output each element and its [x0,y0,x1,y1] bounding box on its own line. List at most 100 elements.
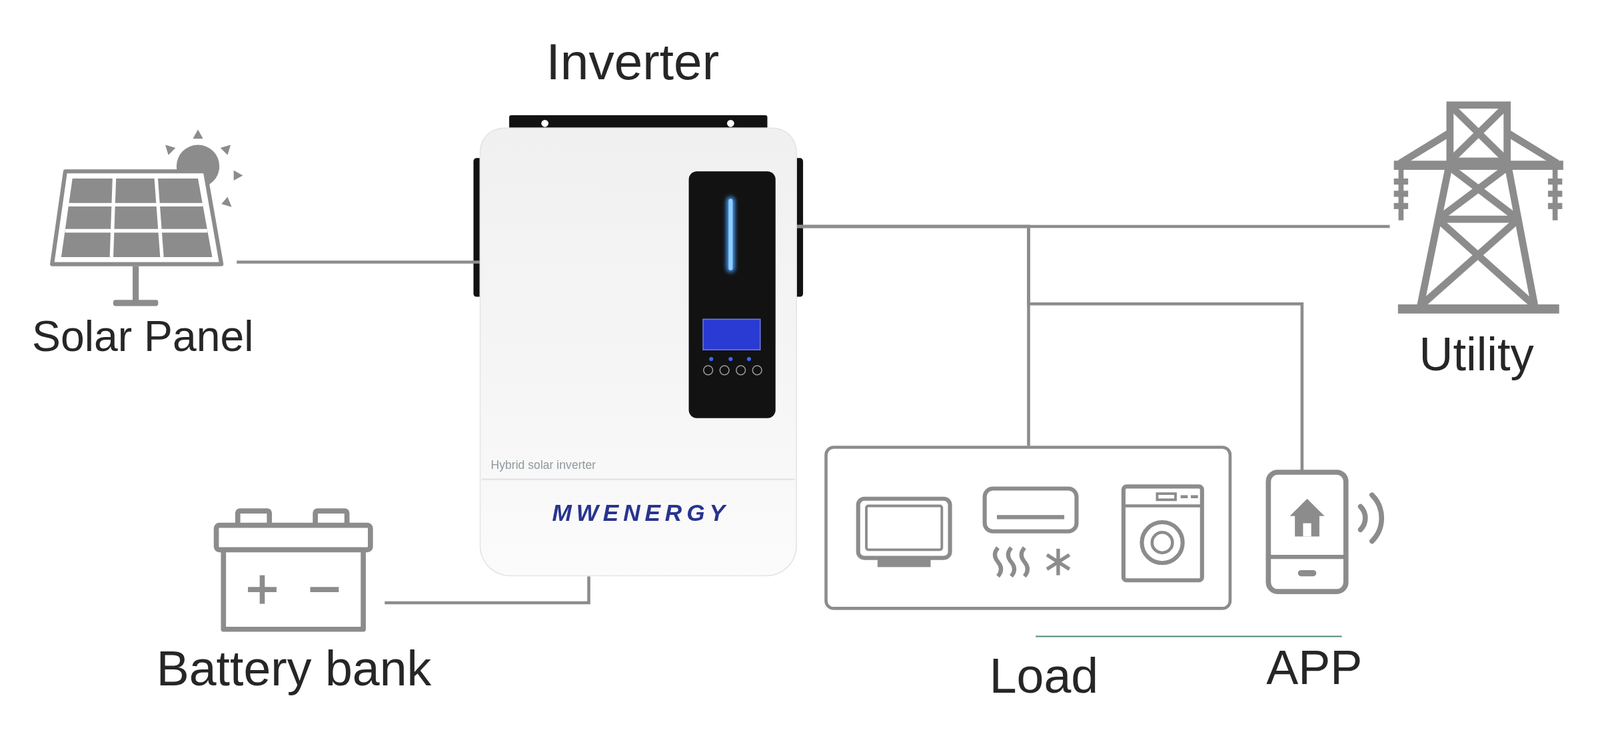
phone-button [1298,570,1317,577]
battery-node: Battery bank [209,505,385,700]
house-roof [1290,499,1325,517]
node-heading: Inverter [469,36,796,88]
status-light [728,199,733,271]
washer-drum [1141,522,1183,564]
cell-divider [111,178,114,258]
load-box: Load [824,445,1232,611]
panel-base [113,299,158,306]
insulator-disc [1394,178,1409,185]
indicator-led [747,357,752,362]
panel-button [752,365,762,376]
phone-icon [1268,472,1382,592]
pylon-brace [1438,167,1508,220]
washer-panel [1123,504,1203,508]
battery-body [223,549,364,630]
cell-divider [65,229,208,233]
tv-icon [858,499,951,559]
cell-dividers [65,178,208,258]
panel-button [719,365,730,376]
bracket-hole [727,119,735,128]
heat-wave [1021,547,1028,577]
phone-screen-edge [1270,555,1344,560]
power-line [797,226,1303,472]
panel-cells [61,178,213,258]
inverter-unit: InverterHybrid solar inverterMWENERGY [479,127,798,577]
appliance-icons [858,486,1203,581]
indicator-led [709,357,714,362]
cell-divider [155,178,162,258]
snow-stroke [1046,555,1070,570]
insulator-disc [1548,178,1563,185]
pylon-brace [1438,219,1535,306]
sun-ray [221,197,232,208]
pylon-icon [1394,105,1564,310]
minus-sign [310,587,340,593]
heat-wave [1008,547,1015,577]
app-phone-node: APP [1267,471,1349,592]
panel-frame [51,171,222,264]
pylon-base [1398,304,1560,314]
pylon-brace [1420,219,1519,306]
sun-ray [165,144,176,155]
panel-seam [481,479,796,481]
pylon-crossarm [1394,160,1564,170]
cell-divider [68,203,203,207]
underline-rule [1035,636,1342,638]
pylon-brace [1450,167,1519,220]
insulator-disc [1394,190,1409,197]
tv-stand [877,558,931,568]
node-label: APP [1222,644,1407,693]
power-line [797,226,1029,446]
node-label: Load [931,652,1157,702]
panel-stand [132,266,139,303]
node-label: Battery bank [120,645,468,695]
ac-icon [984,488,1077,532]
pylon-brace [1438,215,1519,224]
washer-display [1156,493,1176,500]
plus-sign [247,587,277,593]
washer-drum [1152,532,1173,554]
pylon-brace [1450,105,1508,162]
node-label: Utility [1364,330,1589,378]
brand-logo: MWENERGY [518,501,764,526]
tv-screen [866,506,942,551]
insulator-disc [1394,203,1409,210]
battery-cap [216,525,371,551]
lcd-screen [703,319,761,350]
power-line [236,260,480,264]
sun-ray [192,129,203,139]
utility-node: Utility [1390,96,1569,383]
status-light-glow [726,197,735,273]
snow-symbol [1046,549,1070,576]
washer-button [1180,495,1189,499]
indicator-led [728,357,733,362]
sun-ray [220,144,231,155]
heat-wave [994,547,1001,577]
node-label: Solar Panel [0,315,286,359]
panel-button [703,365,714,376]
sun-ray [233,170,244,181]
washer-button [1190,495,1199,499]
power-line [384,576,589,604]
battery-icon [216,511,371,630]
product-text: Hybrid solar inverter [491,460,716,473]
insulator-disc [1548,190,1563,197]
wifi-arc [1360,507,1366,531]
control-panel [689,171,776,419]
bracket-hole [541,119,549,128]
solar-panel-node: Solar Panel [40,122,237,363]
pylon-brace [1450,105,1508,162]
washer-icon [1123,486,1203,581]
panel-button [736,365,746,376]
ac-vent [996,515,1065,520]
phone-body [1268,472,1346,592]
pylon-brace [1400,132,1451,164]
wifi-arc [1372,495,1382,542]
pylon-brace [1507,132,1558,164]
house-body [1294,515,1320,537]
